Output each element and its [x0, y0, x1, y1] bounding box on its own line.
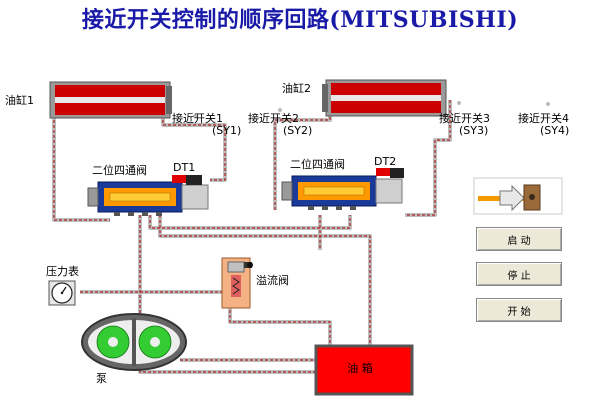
begin-button[interactable]: 开 始 [476, 298, 562, 322]
proximity-switch-2-code: (SY2) [283, 124, 313, 137]
pump-label: 泵 [96, 372, 107, 385]
cylinder-2-label: 油缸2 [282, 82, 311, 95]
valve-1-label: 二位四通阀 [92, 164, 147, 177]
stop-button[interactable]: 停 止 [476, 262, 562, 286]
oil-tank [314, 344, 414, 396]
valve-2 [281, 168, 404, 210]
proximity-switch-3-icon [457, 101, 461, 105]
proximity-switch-4-label: 接近开关4 [518, 112, 569, 125]
cylinder-2 [322, 79, 447, 117]
proximity-switch-3-label: 接近开关3 [439, 112, 490, 125]
relief-valve-label: 溢流阀 [256, 274, 289, 287]
relief-valve [221, 257, 253, 309]
proximity-switch-1-code: (SY1) [212, 124, 242, 137]
proximity-switch-2-label: 接近开关2 [248, 112, 299, 125]
proximity-switch-3-code: (SY3) [459, 124, 489, 137]
oil-tank-label: 油 箱 [347, 362, 373, 375]
proximity-switch-1-icon [193, 114, 197, 118]
valve-1 [87, 175, 209, 216]
pressure-gauge-label: 压力表 [46, 265, 79, 278]
cylinder-1 [49, 81, 172, 119]
valve-1-code: DT1 [173, 161, 196, 174]
valve-2-label: 二位四通阀 [290, 158, 345, 171]
cylinder-1-label: 油缸1 [5, 94, 34, 107]
proximity-switch-2-icon [278, 108, 282, 112]
indicator-arrow-icon [473, 177, 563, 215]
start-button[interactable]: 启 动 [476, 227, 562, 251]
proximity-switch-1-label: 接近开关1 [172, 112, 223, 125]
proximity-switch-4-icon [546, 102, 550, 106]
pressure-gauge-icon [48, 280, 76, 306]
gear-pump-icon [81, 313, 187, 371]
valve-2-code: DT2 [374, 155, 397, 168]
page-title: 接近开关控制的顺序回路(MITSUBISHI) [81, 7, 519, 33]
proximity-switch-4-code: (SY4) [540, 124, 570, 137]
